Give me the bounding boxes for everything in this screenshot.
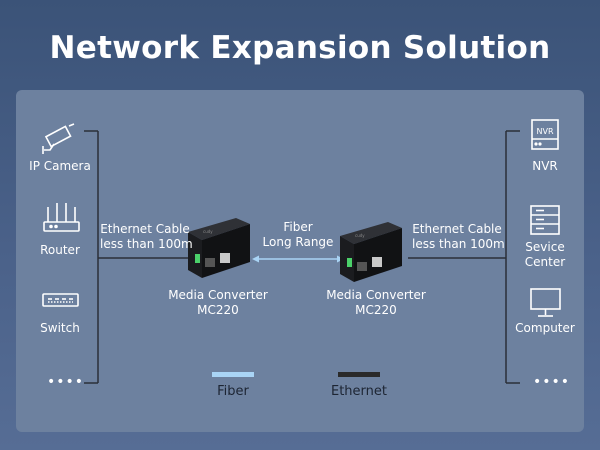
device-label-service-center-text: Sevice Center xyxy=(524,240,566,269)
diagram-panel xyxy=(16,90,584,432)
camera-icon xyxy=(42,123,75,154)
more-devices-left: •••• xyxy=(47,374,85,390)
switch-icon xyxy=(42,293,79,307)
svg-text:cudy: cudy xyxy=(355,233,365,238)
device-label-computer: Computer xyxy=(515,321,575,335)
right-cable-label: Ethernet Cable less than 100m xyxy=(412,222,505,252)
media-converter-left-icon: cudy xyxy=(188,218,250,278)
computer-icon xyxy=(530,288,561,317)
router-icon xyxy=(43,203,80,232)
fiber-arrow-left xyxy=(252,255,259,263)
server-icon xyxy=(530,205,560,235)
left-cable-label-line2: less than 100m xyxy=(100,237,193,251)
legend-ethernet-swatch xyxy=(338,372,380,377)
legend-fiber-label: Fiber xyxy=(217,384,249,399)
svg-text:cudy: cudy xyxy=(203,229,213,234)
nvr-icon-text: NVR xyxy=(536,127,553,136)
device-label-router: Router xyxy=(40,243,80,257)
device-label-service-center: Sevice Center xyxy=(505,240,585,270)
fiber-label: Fiber Long Range xyxy=(258,220,338,250)
left-cable-label-line1: Ethernet Cable xyxy=(100,222,190,236)
left-cable-label: Ethernet Cable less than 100m xyxy=(100,222,193,252)
converter-label-left-line1: Media Converter xyxy=(168,288,268,302)
fiber-label-line2: Long Range xyxy=(262,235,334,249)
device-label-ip-camera: IP Camera xyxy=(29,159,91,173)
nvr-icon xyxy=(531,119,559,150)
right-cable-label-line2: less than 100m xyxy=(412,237,505,251)
converter-label-right: Media Converter MC220 xyxy=(326,288,426,318)
legend-ethernet-label: Ethernet xyxy=(331,384,387,399)
more-devices-right: •••• xyxy=(533,374,571,390)
converter-label-right-line2: MC220 xyxy=(355,303,397,317)
device-label-nvr: NVR xyxy=(532,159,558,173)
converter-label-right-line1: Media Converter xyxy=(326,288,426,302)
converter-label-left: Media Converter MC220 xyxy=(168,288,268,318)
media-converter-right-icon: cudy xyxy=(340,222,402,282)
page-title: Network Expansion Solution xyxy=(49,30,551,66)
fiber-label-line1: Fiber xyxy=(283,220,313,234)
right-cable-label-line1: Ethernet Cable xyxy=(412,222,502,236)
legend-fiber-swatch xyxy=(212,372,254,377)
device-label-switch: Switch xyxy=(40,321,80,335)
converter-label-left-line2: MC220 xyxy=(197,303,239,317)
